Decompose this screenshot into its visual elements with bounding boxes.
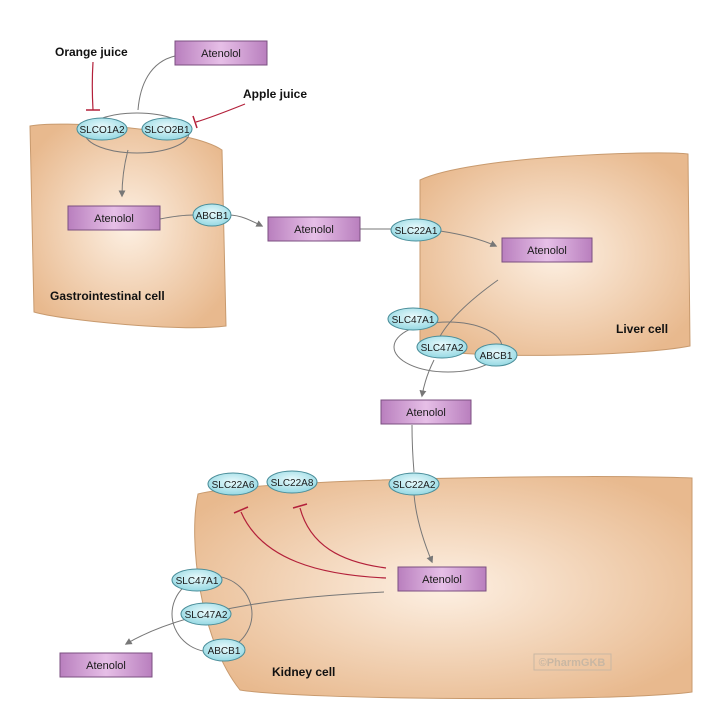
transporter-label: SLC22A1: [395, 226, 438, 237]
arrow-slc22a1-into-liver: [439, 230, 498, 247]
label-liver-cell: Liver cell: [616, 322, 668, 336]
inhibition-bar-apple-juice: [192, 115, 198, 129]
transporter-slc47a2-liver: SLC47A2: [416, 335, 468, 359]
drug-box-atenolol-top: Atenolol: [174, 40, 268, 66]
label-kidney-cell: Kidney cell: [272, 665, 335, 679]
pharmgkb-watermark: ©PharmGKB: [533, 653, 612, 671]
inhibition-bar-slc22a8: [292, 503, 308, 509]
transporter-slc22a1: SLC22A1: [390, 218, 442, 242]
transporter-label: SLC47A2: [421, 343, 464, 354]
transporter-abcb1-gi: ABCB1: [192, 203, 232, 227]
arrow-slc22a2-into-kidney: [413, 493, 434, 564]
arrow-liver-efflux-to-atenolol: [419, 359, 435, 398]
transporter-slc47a1-liver: SLC47A1: [387, 307, 439, 331]
inhibition-bar-slc22a6: [233, 506, 249, 514]
transporter-slc22a2: SLC22A2: [388, 472, 440, 496]
transporter-label: SLC22A6: [212, 480, 255, 491]
transporter-label: SLCO1A2: [79, 125, 124, 136]
drug-box-atenolol-mid: Atenolol: [380, 399, 472, 425]
drug-label: Atenolol: [527, 245, 567, 257]
drug-label: Atenolol: [406, 407, 446, 419]
arrow-kidney-to-urine-atenolol: [124, 591, 385, 645]
drug-label: Atenolol: [294, 224, 334, 236]
drug-label: Atenolol: [94, 213, 134, 225]
transporter-slco2b1: SLCO2B1: [141, 117, 193, 141]
label-apple-juice: Apple juice: [243, 87, 307, 101]
transporter-slc47a2-kidney: SLC47A2: [180, 602, 232, 626]
arrow-gi-abcb1-to-blood: [228, 214, 264, 227]
transporter-label: SLC47A1: [176, 576, 219, 587]
transporter-label: ABCB1: [480, 351, 513, 362]
drug-label: Atenolol: [201, 48, 241, 60]
inhibition-apple-juice: [195, 103, 246, 123]
transporter-abcb1-liver: ABCB1: [474, 343, 518, 367]
line-atenolol-to-gi-transporters: [137, 55, 176, 111]
inhibition-orange-juice: [91, 61, 94, 111]
drug-box-atenolol-urine: Atenolol: [59, 652, 153, 678]
transporter-label: SLC47A1: [392, 315, 435, 326]
transporter-slco1a2: SLCO1A2: [76, 117, 128, 141]
transporter-slc22a8: SLC22A8: [266, 470, 318, 494]
drug-box-atenolol-liver: Atenolol: [501, 237, 593, 263]
inhibition-atenolol-to-slc22a6: [240, 511, 387, 579]
transporter-label: ABCB1: [208, 646, 241, 657]
transporter-label: SLC22A2: [393, 480, 436, 491]
drug-box-atenolol-kidney: Atenolol: [397, 566, 487, 592]
transporter-label: SLC22A8: [271, 478, 314, 489]
svg-text:©PharmGKB: ©PharmGKB: [539, 657, 606, 669]
transporter-label: ABCB1: [196, 211, 229, 222]
drug-box-atenolol-blood: Atenolol: [267, 216, 361, 242]
transporter-slc22a6: SLC22A6: [207, 472, 259, 496]
arrow-into-gi-cell: [118, 149, 129, 198]
label-orange-juice: Orange juice: [55, 45, 128, 59]
transporter-label: SLCO2B1: [144, 125, 189, 136]
transporter-label: SLC47A2: [185, 610, 228, 621]
transporter-slc47a1-kidney: SLC47A1: [171, 568, 223, 592]
transporter-abcb1-kidney: ABCB1: [202, 638, 246, 662]
line-gi-atenolol-to-abcb1: [159, 214, 195, 220]
drug-box-atenolol-gi: Atenolol: [67, 205, 161, 231]
line-atenolol-to-slc22a2: [411, 424, 415, 473]
label-gastrointestinal-cell: Gastrointestinal cell: [50, 289, 165, 303]
line-liver-atenolol-to-efflux: [437, 279, 499, 341]
inhibition-atenolol-to-slc22a8: [299, 507, 387, 569]
drug-label: Atenolol: [422, 574, 462, 586]
drug-label: Atenolol: [86, 660, 126, 672]
